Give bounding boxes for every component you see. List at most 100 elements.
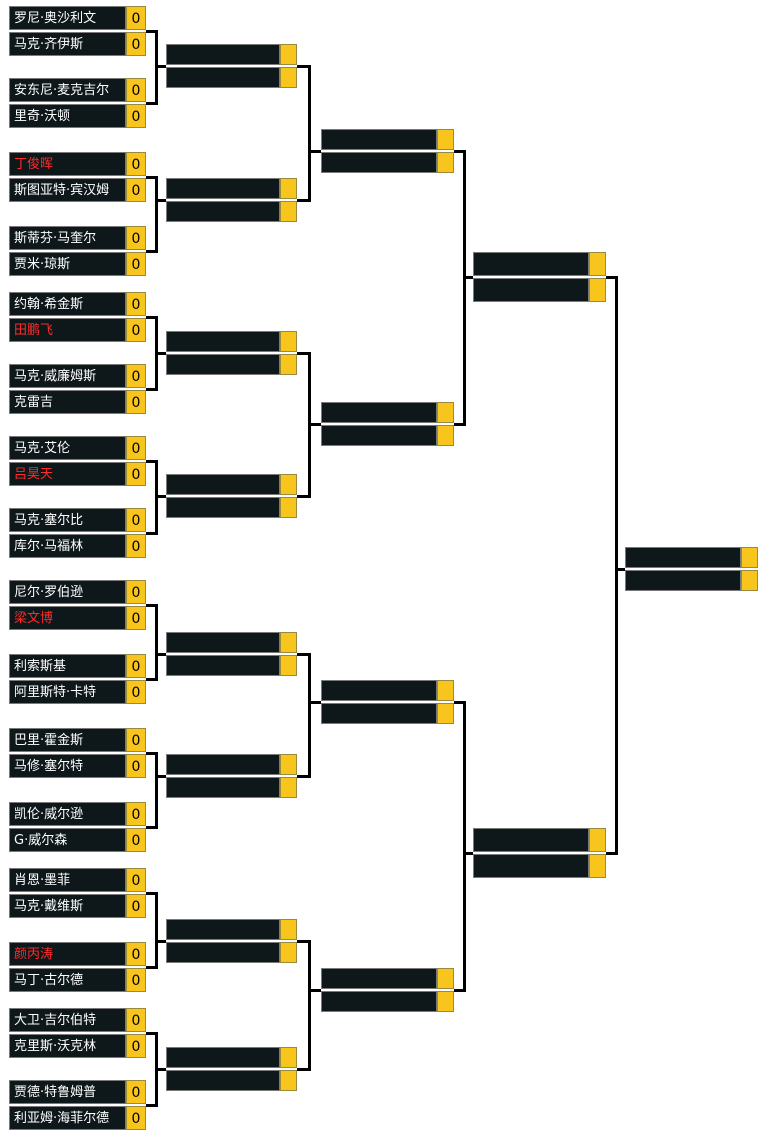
player-name (473, 252, 589, 276)
bracket-connector (146, 966, 156, 969)
player-slot[interactable] (473, 278, 606, 302)
bracket-connector (156, 199, 166, 202)
player-name (166, 655, 280, 676)
player-score: 0 (126, 868, 146, 892)
player-score: 0 (126, 968, 146, 992)
player-name: 利亚姆·海菲尔德 (9, 1106, 126, 1130)
bracket-connector (146, 604, 156, 607)
player-score (437, 703, 454, 724)
player-name: 马克·齐伊斯 (9, 32, 126, 56)
player-slot[interactable] (321, 152, 454, 173)
player-slot[interactable] (166, 777, 297, 798)
player-name: 罗尼·奥沙利文 (9, 6, 126, 30)
player-name: 安东尼·麦克吉尔 (9, 78, 126, 102)
player-slot[interactable] (166, 67, 297, 88)
player-name (166, 754, 280, 775)
player-score: 0 (126, 580, 146, 604)
player-slot[interactable] (321, 680, 454, 701)
player-slot[interactable] (321, 425, 454, 446)
player-name: 田鹏飞 (9, 318, 126, 342)
bracket-connector (156, 653, 166, 656)
player-slot[interactable] (166, 354, 297, 375)
player-slot[interactable] (473, 854, 606, 878)
player-slot[interactable] (321, 402, 454, 423)
player-slot[interactable] (166, 754, 297, 775)
bracket-connector (146, 388, 156, 391)
player-score: 0 (126, 318, 146, 342)
player-slot[interactable] (166, 331, 297, 352)
player-slot[interactable] (166, 201, 297, 222)
player-slot[interactable] (166, 178, 297, 199)
player-name (166, 497, 280, 518)
player-name: 马克·戴维斯 (9, 894, 126, 918)
player-slot[interactable] (166, 44, 297, 65)
player-name: 克雷吉 (9, 390, 126, 414)
player-score: 0 (126, 828, 146, 852)
player-slot[interactable] (166, 1070, 297, 1091)
player-score: 0 (126, 1106, 146, 1130)
bracket-connector (155, 752, 158, 829)
player-slot[interactable] (625, 547, 758, 568)
player-slot[interactable] (321, 703, 454, 724)
bracket-connector (309, 701, 321, 704)
player-slot[interactable] (166, 474, 297, 495)
player-slot[interactable] (321, 129, 454, 150)
player-slot[interactable] (166, 942, 297, 963)
player-score (280, 655, 297, 676)
player-name (321, 425, 437, 446)
player-slot[interactable] (473, 828, 606, 852)
player-score (280, 632, 297, 653)
player-slot[interactable] (166, 497, 297, 518)
player-name: 尼尔·罗伯逊 (9, 580, 126, 604)
player-slot[interactable] (166, 632, 297, 653)
player-score (280, 67, 297, 88)
player-score: 0 (126, 32, 146, 56)
player-slot[interactable] (321, 991, 454, 1012)
player-slot[interactable] (625, 570, 758, 591)
player-slot[interactable] (166, 1047, 297, 1068)
player-slot[interactable] (473, 252, 606, 276)
player-name: 马修·塞尔特 (9, 754, 126, 778)
player-slot[interactable] (166, 919, 297, 940)
player-score (437, 152, 454, 173)
bracket-connector (297, 495, 309, 498)
player-slot[interactable] (166, 655, 297, 676)
player-slot[interactable] (321, 968, 454, 989)
player-name (166, 354, 280, 375)
bracket-connector (297, 653, 309, 656)
bracket-connector (146, 102, 156, 105)
player-name (321, 968, 437, 989)
